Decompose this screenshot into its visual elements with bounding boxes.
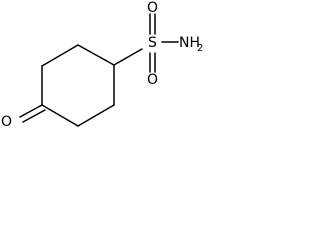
ring-bond-c4-c5 (77, 104, 115, 127)
ring-bond-c2-c3 (77, 44, 115, 66)
amine-subscript-label: 2 (197, 43, 203, 54)
amine-label: NH (179, 35, 200, 51)
structure-canvas: O O S O NH 2 (1, 0, 203, 130)
ring-bond-c5-c6 (41, 104, 79, 127)
carbonyl-bond-2 (22, 109, 46, 123)
sulfur-label: S (148, 35, 157, 51)
carbonyl-bond-1 (19, 104, 43, 118)
carbonyl-oxygen-label: O (1, 114, 12, 130)
ring-bond-c1-c2 (41, 44, 79, 67)
sulfonyl-oxygen-bottom-label: O (147, 72, 158, 88)
carbon-sulfur-bond (113, 48, 143, 66)
sulfonyl-oxygen-top-label: O (147, 0, 158, 16)
